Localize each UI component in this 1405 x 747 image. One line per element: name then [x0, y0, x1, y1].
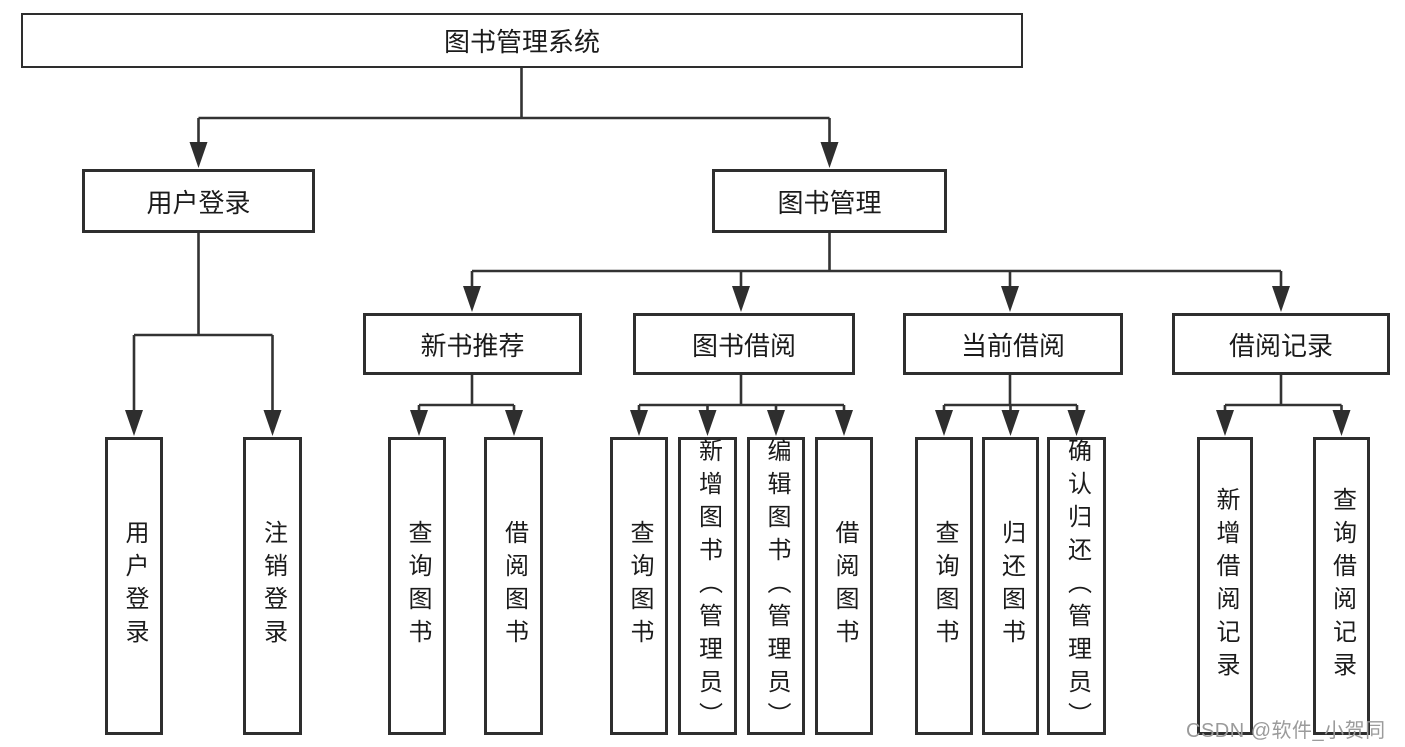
- leaf-newbook-query-books: 查询图书: [388, 437, 446, 735]
- node-label: 借阅记录: [1228, 330, 1333, 361]
- leaf-borrow-add-books-admin: 新增图书（管理员）: [678, 437, 737, 735]
- leaf-borrow-edit-books-admin: 编辑图书（管理员）: [747, 437, 805, 735]
- node-label: 图书借阅: [691, 330, 796, 361]
- leaf-logout-login: 注销登录: [243, 437, 302, 735]
- node-label: 新书推荐: [420, 330, 525, 361]
- node-label: 查询图书: [931, 520, 958, 652]
- node-label: 查询借阅记录: [1328, 487, 1356, 685]
- csdn-watermark: CSDN @软件_小贺同学: [1186, 720, 1386, 742]
- node-label: 注销登录: [259, 520, 287, 652]
- node-label: 查询图书: [626, 520, 653, 652]
- leaf-record-query-borrow-record: 查询借阅记录: [1313, 437, 1370, 735]
- node-label: 确认归还（管理员）: [1063, 437, 1091, 735]
- node-label: 新增借阅记录: [1212, 487, 1239, 685]
- node-label: 用户登录: [146, 187, 251, 218]
- node-new-book-recommend: 新书推荐: [363, 313, 582, 375]
- node-label: 查询图书: [404, 520, 431, 652]
- leaf-record-add-borrow-record: 新增借阅记录: [1197, 437, 1253, 735]
- leaf-user-login: 用户登录: [105, 437, 163, 735]
- node-book-borrow: 图书借阅: [633, 313, 855, 375]
- node-label: 借阅图书: [500, 520, 528, 652]
- node-label: 当前借阅: [960, 330, 1065, 361]
- node-label: 借阅图书: [831, 520, 858, 652]
- node-borrow-record: 借阅记录: [1172, 313, 1390, 375]
- leaf-newbook-borrow-books: 借阅图书: [484, 437, 543, 735]
- node-label: 图书管理: [777, 187, 882, 218]
- node-label: 归还图书: [997, 520, 1025, 652]
- node-current-borrow: 当前借阅: [903, 313, 1123, 375]
- node-book-management: 图书管理: [712, 169, 947, 233]
- leaf-borrow-query-books: 查询图书: [610, 437, 668, 735]
- leaf-current-return-books: 归还图书: [982, 437, 1039, 735]
- arrowhead-icons: [125, 142, 1351, 436]
- leaf-current-confirm-return-admin: 确认归还（管理员）: [1047, 437, 1106, 735]
- node-user-login: 用户登录: [82, 169, 315, 233]
- leaf-borrow-borrow-books: 借阅图书: [815, 437, 873, 735]
- node-library-management-system: 图书管理系统: [21, 13, 1023, 68]
- node-label: 用户登录: [121, 520, 148, 652]
- node-label: 编辑图书（管理员）: [763, 437, 790, 735]
- node-label: 图书管理系统: [443, 27, 600, 57]
- node-label: 新增图书（管理员）: [694, 437, 722, 735]
- leaf-current-query-books: 查询图书: [915, 437, 973, 735]
